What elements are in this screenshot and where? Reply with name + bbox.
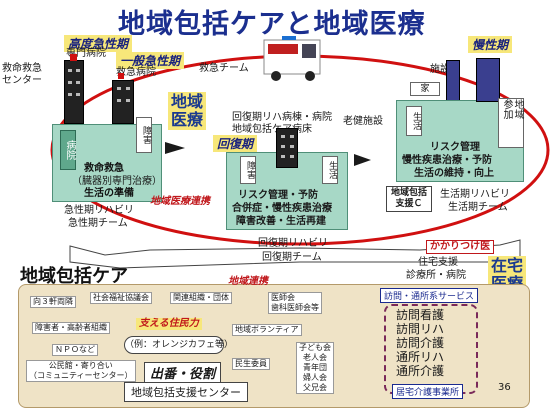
phase-chronic: 慢性期 bbox=[468, 36, 513, 53]
acute-care-line1: 救命救急 bbox=[84, 163, 124, 174]
chip-npo: ＮＰＯなど bbox=[52, 344, 98, 356]
acute-rehab-line2: 急性期チーム bbox=[68, 218, 128, 229]
regional-cooperation-label: 地域医療連携 bbox=[150, 196, 210, 207]
recovery-disability-tag: 障害 bbox=[240, 156, 256, 184]
visit-services-header: 訪問・通所系サービス bbox=[380, 288, 479, 303]
red-cross-icon-2 bbox=[118, 73, 124, 79]
chronic-care-line2: 慢性疾患治療・予防 bbox=[402, 155, 492, 166]
support-center-box: 地域包括 支援Ｃ bbox=[386, 186, 432, 212]
chip-neighbors: 向３軒両隣 bbox=[30, 296, 76, 308]
recovery-hospitals-line2: 地域包括ケア病床 bbox=[232, 124, 312, 135]
chronic-rehab-line2: 生活期チーム bbox=[448, 202, 508, 213]
chip-community-center: 公民館・寄り合い （コミュニティーセンター） bbox=[26, 360, 136, 382]
support-center-label: 地域包括支援センター bbox=[124, 382, 248, 402]
service-visit-nursing: 訪問看護 bbox=[396, 308, 445, 322]
page-number: 36 bbox=[498, 382, 511, 393]
family-doctor-line2: 診療所・病院 bbox=[406, 270, 466, 281]
acute-rehab-line1: 急性期リハビリ bbox=[64, 205, 134, 216]
specialty-hospital-label: 専門病院 bbox=[66, 48, 106, 59]
disability-tag: 障害 bbox=[136, 117, 152, 153]
chronic-care-line3: 生活の維持・向上 bbox=[414, 168, 494, 179]
role-label: 出番・役割 bbox=[144, 362, 222, 383]
phase-acute-high: 高度急性期 bbox=[64, 35, 133, 52]
chip-medical-association: 医師会 歯科医師会等 bbox=[268, 292, 322, 314]
recovery-care-line1: リスク管理・予防 bbox=[238, 190, 318, 201]
chronic-life-tag: 生活 bbox=[406, 106, 422, 136]
recovery-rehab-line1: 回復期リハビリ bbox=[258, 238, 328, 249]
emergency-hospital-building-icon bbox=[112, 80, 134, 124]
chip-disability-elderly: 障害者・高齢者組織 bbox=[32, 322, 110, 334]
recovery-hospitals-line1: 回復期リハ病棟・病院 bbox=[232, 112, 332, 123]
chip-local-groups: 子ども会 老人会 青年団 婦人会 父兄会 bbox=[296, 342, 334, 394]
phase-recovery: 回復期 bbox=[213, 135, 258, 152]
service-visit-care: 訪問介護 bbox=[396, 336, 445, 350]
chip-social-welfare: 社会福祉協議会 bbox=[90, 292, 152, 304]
care-office-label: 居宅介護事業所 bbox=[392, 384, 464, 399]
service-day-care: 通所介護 bbox=[396, 364, 445, 378]
emergency-center-label: 救命救急 センター bbox=[2, 63, 42, 86]
chip-volunteer: 地域ボランティア bbox=[232, 324, 302, 336]
acute-care-line3: 生活の準備 bbox=[84, 188, 134, 199]
chip-welfare-commissioner: 民生委員 bbox=[232, 358, 270, 370]
resident-support-label: 支える住民力 bbox=[136, 318, 202, 330]
phase-acute-general: 一般急性期 bbox=[116, 52, 185, 69]
recovery-care-line2: 合併症・慢性疾患治療 bbox=[232, 203, 332, 214]
emergency-hospital-label: 救急病院 bbox=[116, 67, 156, 78]
family-doctor-line1: 住宅支援 bbox=[418, 257, 458, 268]
community-participation-tag: 地域 参加 bbox=[498, 98, 524, 148]
ambulance-icon bbox=[263, 36, 321, 81]
chronic-rehab-line1: 生活期リハビリ bbox=[440, 189, 510, 200]
visit-services-list: 訪問看護 訪問リハ 訪問介護 通所リハ 通所介護 bbox=[396, 308, 444, 378]
service-day-rehab: 通所リハ bbox=[396, 350, 445, 364]
elder-facility-label: 老健施設 bbox=[343, 116, 383, 127]
community-care-header: 地域包括ケア bbox=[20, 266, 128, 287]
recovery-life-tag: 生活 bbox=[322, 156, 338, 184]
page-title: 地域包括ケアと地域医療 bbox=[118, 9, 426, 40]
chronic-building-icon bbox=[476, 58, 500, 102]
home-label: 家 bbox=[410, 82, 440, 96]
hospital-tag: 病院 bbox=[60, 130, 76, 170]
family-doctor-label: かかりつけ医 bbox=[426, 240, 495, 254]
hospital-building-icon bbox=[64, 60, 84, 124]
red-cross-icon bbox=[70, 54, 77, 61]
chronic-care-line1: リスク管理 bbox=[430, 142, 480, 153]
emergency-team-label: 救急チーム bbox=[199, 63, 249, 74]
chronic-facility-building-icon bbox=[446, 60, 460, 104]
recovery-care-line3: 障害改善・生活再建 bbox=[236, 216, 326, 227]
community-cooperation-label: 地域連携 bbox=[228, 276, 268, 287]
service-visit-rehab: 訪問リハ bbox=[396, 322, 445, 336]
community-medicine-label: 地域 医療 bbox=[168, 92, 207, 130]
recovery-rehab-line2: 回復期チーム bbox=[262, 252, 322, 263]
orange-cafe-example: （例：オレンジカフェ等） bbox=[124, 336, 233, 354]
recovery-hospital-building-icon bbox=[276, 128, 298, 168]
chronic-facility-label: 施設 bbox=[430, 64, 450, 75]
chip-related-orgs: 関連組織・団体 bbox=[170, 292, 232, 304]
acute-care-line2: （臓器別専門治療） bbox=[72, 176, 162, 187]
